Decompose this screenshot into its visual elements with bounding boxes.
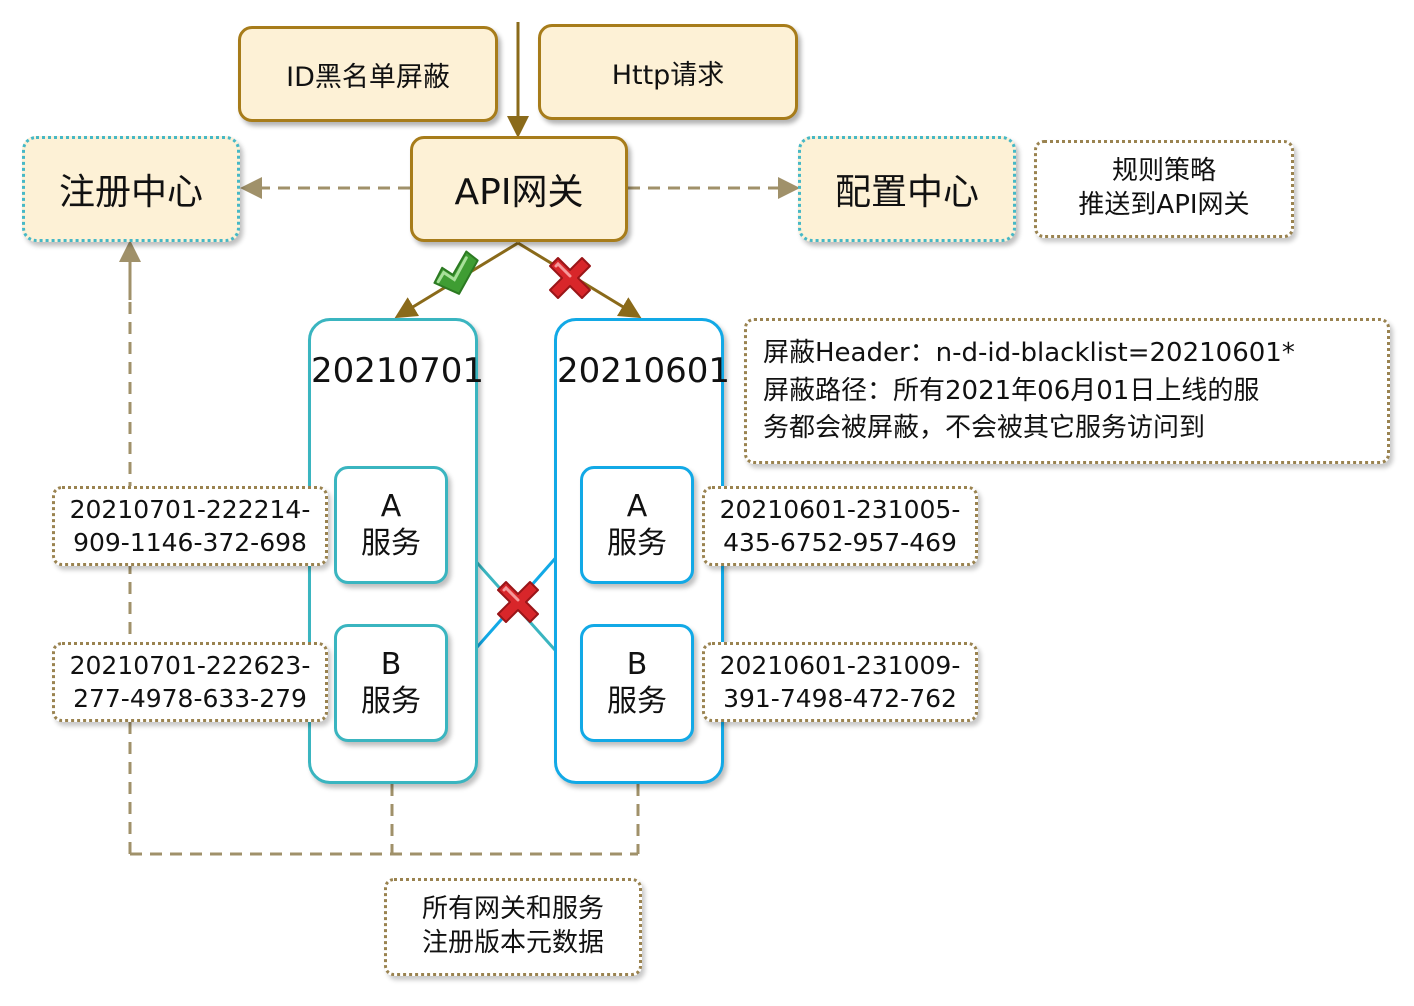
service-a-20210701: A 服务	[334, 466, 448, 584]
service-id-note-right-b: 20210601-231009- 391-7498-472-762	[702, 642, 978, 722]
config-center-box: 配置中心	[798, 136, 1016, 242]
service-b-20210601: B 服务	[580, 624, 694, 742]
service-id-note-right-a: 20210601-231005- 435-6752-957-469	[702, 486, 978, 566]
blacklist-label: ID黑名单屏蔽	[286, 61, 450, 93]
cross-icon	[549, 257, 591, 299]
registry-center-box: 注册中心	[22, 136, 240, 242]
rule-push-note: 规则策略 推送到API网关	[1034, 140, 1294, 238]
metadata-registration-note: 所有网关和服务 注册版本元数据	[384, 878, 642, 976]
service-id-line2: 277-4978-633-279	[73, 684, 307, 713]
registry-center-label: 注册中心	[58, 172, 203, 213]
service-id-line1: 20210701-222214-	[69, 495, 311, 524]
service-label: 服务	[361, 526, 421, 561]
rule-note-line2: 推送到API网关	[1078, 190, 1250, 220]
service-id-line2: 435-6752-957-469	[723, 528, 957, 557]
service-label: 服务	[361, 684, 421, 719]
rule-note-line1: 规则策略	[1111, 156, 1216, 187]
blacklist-box: ID黑名单屏蔽	[238, 26, 498, 122]
service-letter: B	[380, 646, 402, 682]
service-label: 服务	[607, 684, 667, 719]
api-gateway-box: API网关	[410, 136, 628, 242]
http-request-label: Http请求	[611, 59, 725, 91]
service-id-line1: 20210601-231009-	[719, 651, 961, 680]
version-label: 20210701	[311, 351, 485, 391]
shield-rule-note: 屏蔽Header：n-d-id-blacklist=20210601* 屏蔽路径…	[744, 318, 1390, 464]
metadata-note-line1: 所有网关和服务	[421, 894, 604, 925]
check-icon	[433, 250, 479, 295]
version-label: 20210601	[557, 351, 731, 391]
service-id-note-left-a: 20210701-222214- 909-1146-372-698	[52, 486, 328, 566]
service-id-line1: 20210701-222623-	[69, 651, 311, 680]
metadata-note-line2: 注册版本元数据	[421, 928, 604, 958]
service-letter: A	[626, 488, 648, 524]
shield-note-line1: 屏蔽Header：n-d-id-blacklist=20210601*	[763, 338, 1295, 368]
service-letter: A	[380, 488, 402, 524]
config-center-label: 配置中心	[834, 172, 979, 213]
api-gateway-label: API网关	[454, 172, 584, 213]
service-id-line1: 20210601-231005-	[719, 495, 961, 524]
service-id-line2: 391-7498-472-762	[723, 684, 957, 713]
service-a-20210601: A 服务	[580, 466, 694, 584]
service-id-note-left-b: 20210701-222623- 277-4978-633-279	[52, 642, 328, 722]
service-id-line2: 909-1146-372-698	[73, 528, 307, 557]
shield-note-line3: 务都会被屏蔽，不会被其它服务访问到	[763, 413, 1206, 444]
shield-note-line2: 屏蔽路径：所有2021年06月01日上线的服	[763, 375, 1260, 406]
service-b-20210701: B 服务	[334, 624, 448, 742]
service-label: 服务	[607, 526, 667, 561]
http-request-box: Http请求	[538, 24, 798, 120]
service-letter: B	[626, 646, 648, 682]
cross-icon	[497, 581, 539, 623]
